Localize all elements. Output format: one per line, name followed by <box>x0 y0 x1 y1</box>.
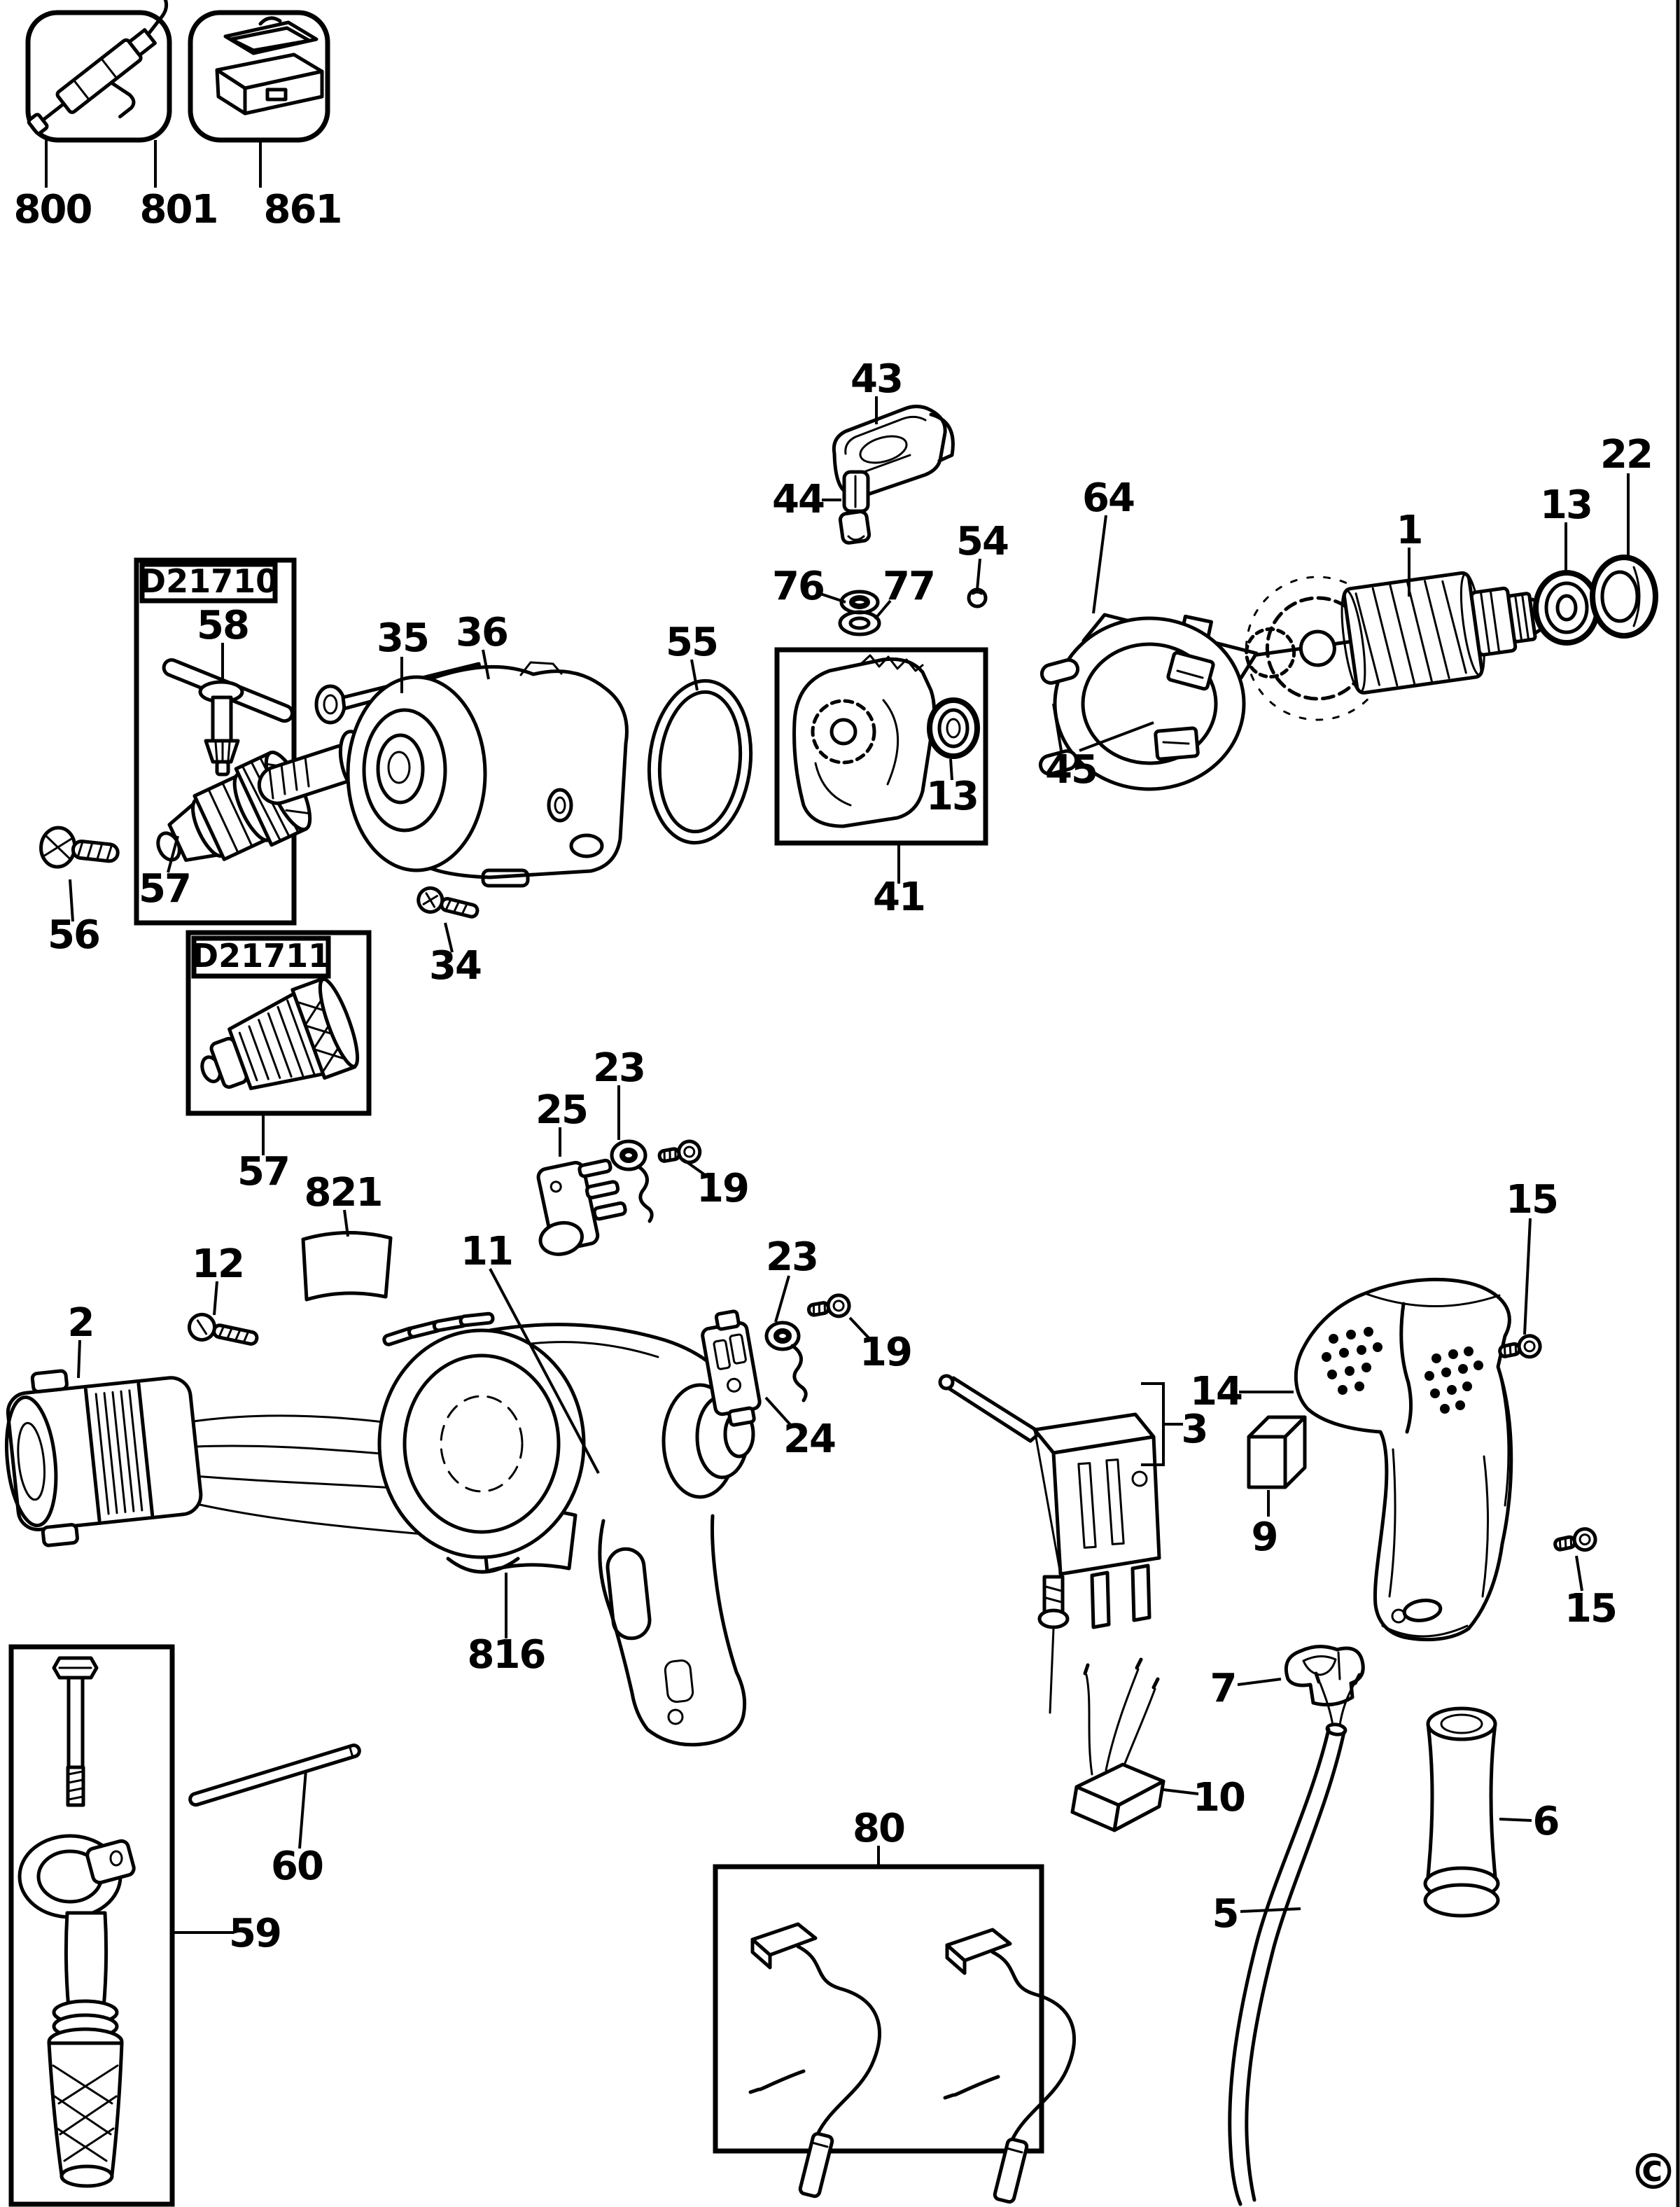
vent-dots-right <box>1424 1346 1483 1414</box>
part-76-washer <box>839 590 880 615</box>
callout-5: 5 <box>1212 1891 1238 1937</box>
callout-2: 2 <box>68 1300 94 1346</box>
assembly-box-59 <box>8 1644 175 2207</box>
callout-23a: 23 <box>593 1045 645 1091</box>
part-36-gearcase <box>257 661 629 888</box>
callout-59: 59 <box>229 1911 281 1956</box>
part-5-cord <box>1228 1671 1362 2206</box>
callout-36: 36 <box>456 610 507 655</box>
callout-77: 77 <box>883 564 934 609</box>
assembly-box-80 <box>713 1864 1076 2204</box>
part-13-bearing-right <box>1533 570 1600 646</box>
callout-861: 861 <box>264 187 342 232</box>
part-19-screw-lower <box>806 1293 851 1318</box>
callout-816: 816 <box>468 1632 545 1678</box>
callout-45: 45 <box>1045 747 1097 793</box>
part-6-cord-protector <box>1423 1706 1500 1918</box>
callout-43: 43 <box>850 356 902 402</box>
callout-55: 55 <box>666 620 718 665</box>
part-58-chuck-key <box>162 658 294 777</box>
callout-58: 58 <box>197 603 248 648</box>
vent-dots-left <box>1322 1327 1382 1395</box>
part-44-latch <box>838 470 872 545</box>
brush-assembly-left <box>748 1922 881 2199</box>
callout-23b: 23 <box>766 1234 818 1280</box>
callout-12: 12 <box>192 1241 244 1287</box>
callout-24: 24 <box>783 1416 835 1462</box>
part-1-armature <box>1245 571 1572 721</box>
callout-19a: 19 <box>696 1166 748 1211</box>
callout-35: 35 <box>377 615 428 661</box>
part-821-nameplate <box>301 1231 393 1302</box>
accessory-box-800-801 <box>25 0 172 143</box>
brush-assembly-right <box>943 1928 1076 2204</box>
callout-10: 10 <box>1193 1775 1245 1820</box>
leader-lines <box>69 396 1630 1934</box>
callout-34: 34 <box>429 943 481 989</box>
callout-3: 3 <box>1182 1407 1208 1452</box>
part-3-switch <box>938 1374 1161 1714</box>
callout-25: 25 <box>536 1087 587 1133</box>
part-15-screw-top <box>1498 1334 1542 1359</box>
part-2-field <box>5 1369 530 1547</box>
callout-11: 11 <box>461 1229 512 1274</box>
part-9-cube <box>1247 1415 1307 1489</box>
callout-821: 821 <box>304 1170 382 1216</box>
callout-19b: 19 <box>860 1330 911 1375</box>
callout-800: 800 <box>14 187 92 232</box>
callout-6: 6 <box>1533 1799 1559 1844</box>
part-14-handle-cover <box>1294 1277 1513 1642</box>
part-34-screw <box>416 886 479 919</box>
callout-14: 14 <box>1190 1369 1242 1414</box>
part-64-brush-ring <box>1038 613 1259 791</box>
part-12-screw <box>187 1312 259 1346</box>
part-11-housing <box>377 1311 755 1747</box>
copyright-mark: © <box>1629 2143 1678 2201</box>
part-19-screw-upper <box>657 1139 702 1164</box>
part-10-capacitor <box>1070 1657 1166 1832</box>
part-55-o-ring <box>647 678 753 845</box>
callout-64: 64 <box>1082 475 1134 521</box>
part-24-selector-plate <box>701 1309 762 1427</box>
callout-60: 60 <box>271 1844 323 1889</box>
callout-13b: 13 <box>926 774 978 819</box>
model-box-d21711: D21711 <box>186 930 372 1116</box>
callout-41: 41 <box>873 875 925 920</box>
callout-22: 22 <box>1600 432 1652 478</box>
part-60-depth-rod <box>188 1743 361 1807</box>
callout-801: 801 <box>140 187 218 232</box>
callout-7: 7 <box>1210 1666 1236 1711</box>
part-23-cam-upper <box>610 1139 654 1223</box>
part-56-screw <box>39 826 120 869</box>
callout-9: 9 <box>1252 1515 1278 1560</box>
part-77-washer <box>838 610 881 636</box>
callout-76: 76 <box>772 564 824 609</box>
part-7-cord-clamp <box>1284 1645 1365 1707</box>
model-title-d21711: D21711 <box>192 937 330 975</box>
callout-labels: 800 801 861 43 44 76 77 54 64 45 1 13 22… <box>14 187 1678 2201</box>
model-title-d21710: D21710 <box>139 562 278 600</box>
callout-15b: 15 <box>1564 1586 1616 1631</box>
callout-15a: 15 <box>1506 1177 1558 1223</box>
callout-13a: 13 <box>1540 482 1592 528</box>
part-15-screw-bottom <box>1553 1527 1597 1552</box>
assembly-box-41 <box>774 647 988 846</box>
callout-57b: 57 <box>237 1149 289 1195</box>
part-22-ring <box>1590 555 1658 639</box>
callout-54: 54 <box>956 519 1008 564</box>
callout-56: 56 <box>48 912 99 958</box>
part-23-cam-lower <box>764 1321 808 1402</box>
callout-44: 44 <box>772 477 824 522</box>
part-57-keyless-chuck <box>200 977 360 1090</box>
part-25-selector <box>536 1158 627 1256</box>
accessory-box-861 <box>188 10 330 143</box>
part-54-ball <box>967 587 988 608</box>
callout-1: 1 <box>1396 508 1422 553</box>
callout-80: 80 <box>853 1806 904 1851</box>
grease-gun-icon <box>27 0 169 135</box>
kit-box-icon <box>215 16 324 116</box>
callout-57a: 57 <box>139 866 190 912</box>
